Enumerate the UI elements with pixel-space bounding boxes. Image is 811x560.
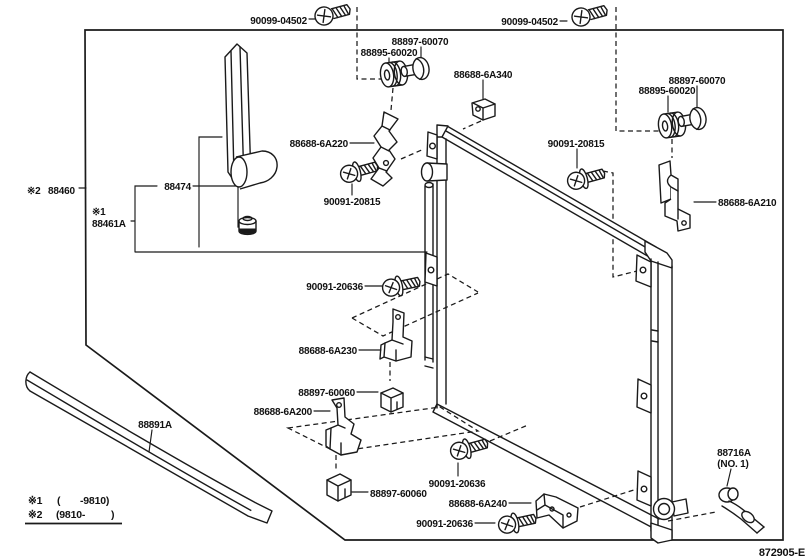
part-label-variant2-sym: ※2 (27, 186, 41, 197)
part-label-sensor: 88716A (717, 448, 751, 459)
callout-lines (78, 18, 732, 524)
part-label-collar-left: 88897-60070 (392, 37, 449, 48)
diagram-border (84, 29, 784, 541)
part-label-sensor-sub: (NO. 1) (717, 459, 748, 470)
legend-open-1: ( (57, 495, 61, 507)
part-label-bracket-lower-right: 88688-6A240 (449, 499, 508, 510)
receiver-drier (224, 43, 278, 190)
pipe-sensor-icon (718, 487, 765, 534)
bolt-mid-icon (379, 271, 423, 300)
bracket-upper-left-icon (370, 111, 399, 187)
part-label-screw-top-right: 90099-04502 (501, 17, 558, 28)
part-label-pad-lower: 88897-60060 (370, 489, 427, 500)
part-label-variant2: 88460 (48, 186, 75, 197)
screw-top-left-icon (312, 0, 354, 28)
part-label-variant1: 88461A (92, 219, 126, 230)
part-labels: 90099-04502 90099-04502 88897-60070 8889… (27, 16, 777, 530)
part-label-bolt-lower-mid: 90091-20636 (429, 479, 486, 490)
bolt-upper-right-icon (564, 162, 608, 194)
bracket-mid-icon (379, 308, 413, 362)
legend-range-2: (9810- (56, 509, 86, 521)
legend-close-2: ) (111, 509, 114, 521)
part-label-variant1-sym: ※1 (92, 207, 106, 218)
bracket-lower-right-icon (535, 493, 579, 529)
part-label-bolt-upper-left: 90091-20815 (324, 197, 381, 208)
bracket-upper-right-icon (658, 160, 691, 232)
bracket-lower-left-icon (325, 397, 362, 456)
part-label-pad-upper: 88897-60060 (298, 388, 355, 399)
part-label-receiver-drier: 88474 (164, 182, 191, 193)
bolt-lower-mid-icon (447, 432, 491, 464)
part-label-bracket-mid: 88688-6A230 (299, 346, 358, 357)
part-label-bolt-bottom: 90091-20636 (416, 519, 473, 530)
clip-icon (471, 98, 496, 121)
seal-strip (25, 371, 273, 524)
receiver-cap (238, 215, 257, 236)
legend: ※1 ( -9810) ※2 (9810- ) (28, 495, 114, 521)
part-label-seal-strip: 88891A (138, 420, 172, 431)
legend-sym-2: ※2 (28, 509, 43, 521)
pad-lower-icon (326, 473, 352, 502)
part-label-collar-right: 88897-60070 (669, 76, 726, 87)
screw-top-right-icon (569, 0, 611, 29)
part-label-grommet-right: 88895-60020 (639, 86, 696, 97)
part-label-bolt-upper-right: 90091-20815 (548, 139, 605, 150)
part-label-bracket-lower-left: 88688-6A200 (254, 407, 313, 418)
part-label-grommet-left: 88895-60020 (361, 48, 418, 59)
figure-code: 872905-E (759, 547, 805, 559)
bolt-bottom-icon (495, 508, 539, 537)
pad-upper-icon (380, 387, 404, 413)
legend-range-1: -9810) (80, 495, 109, 507)
part-label-bracket-upper-left: 88688-6A220 (290, 139, 349, 150)
part-label-clip: 88688-6A340 (454, 70, 513, 81)
part-label-bracket-upper-right: 88688-6A210 (718, 198, 777, 209)
part-label-bolt-mid: 90091-20636 (306, 282, 363, 293)
legend-sym-1: ※1 (28, 495, 43, 507)
part-label-screw-top-left: 90099-04502 (250, 16, 307, 27)
condenser-core (420, 124, 689, 544)
